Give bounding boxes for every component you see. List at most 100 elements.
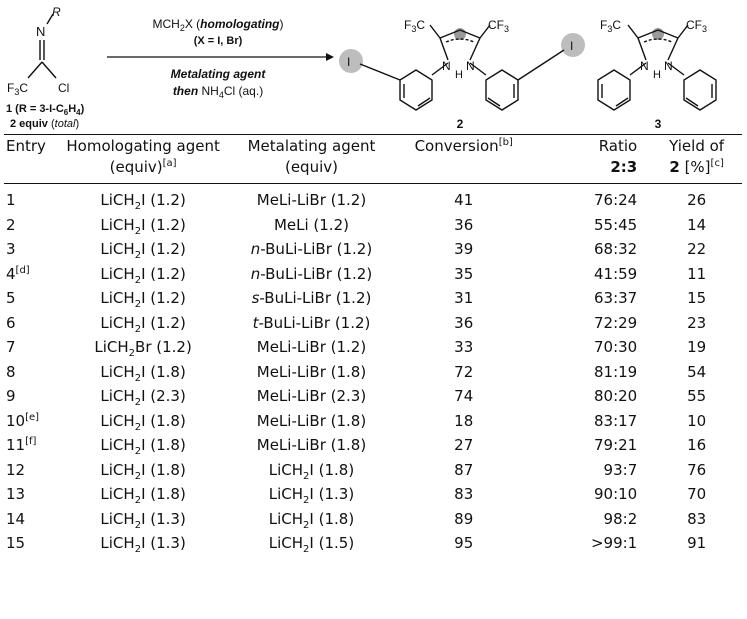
header-row-1: Entry Homologating agent Metalating agen… <box>4 134 742 157</box>
cell-yield: 70 <box>687 485 707 504</box>
label-cf3-2: CF3 <box>488 18 509 34</box>
cell-homologating: LiCH2I (1.8) <box>100 460 186 482</box>
cell-ratio: 81:19 <box>594 362 638 381</box>
cell-ratio: 90:10 <box>594 485 638 504</box>
cell-conversion: 83 <box>454 485 474 504</box>
label-n-3a: N <box>640 59 649 73</box>
cell-conversion: 31 <box>454 289 474 308</box>
cell-metalating: s-BuLi-LiBr (1.2) <box>251 289 372 308</box>
header-metalating-unit: (equiv) <box>221 157 402 184</box>
cell-entry: 11[f] <box>6 436 37 455</box>
cell-conversion: 36 <box>454 215 474 234</box>
cell-yield: 26 <box>687 191 707 210</box>
label-h-2: H <box>455 69 463 81</box>
cell-metalating: t-BuLi-LiBr (1.2) <box>252 313 371 332</box>
header-homologating-unit: (equiv)[a] <box>64 157 222 184</box>
cell-ratio: 68:32 <box>594 240 638 259</box>
header-entry: Entry <box>4 134 65 157</box>
cell-metalating: LiCH2I (1.8) <box>268 460 355 482</box>
cell-homologating: LiCH2I (1.2) <box>100 264 186 286</box>
cell-ratio: 83:17 <box>594 411 638 430</box>
cell-yield: 23 <box>687 313 707 332</box>
header-ratio-unit: 2:3 <box>526 157 652 184</box>
start-caption-1: 1 (R = 3-I-C6H4) <box>6 103 85 117</box>
header-conversion: Conversion[b] <box>401 134 527 157</box>
cell-metalating: LiCH2I (1.8) <box>268 509 355 531</box>
reagent-top-1: MCH2X (homologating) <box>152 17 283 33</box>
cell-ratio: 63:37 <box>594 289 638 308</box>
cell-entry: 3 <box>6 240 16 259</box>
cell-metalating: MeLi-LiBr (1.2) <box>256 191 367 210</box>
header-metalating: Metalating agent <box>221 134 402 157</box>
cell-metalating: MeLi (1.2) <box>273 215 349 234</box>
cell-ratio: 55:45 <box>594 215 638 234</box>
cell-homologating: LiCH2I (1.8) <box>100 436 186 458</box>
cell-conversion: 36 <box>454 313 474 332</box>
cell-homologating: LiCH2I (1.3) <box>100 534 186 556</box>
reagent-bottom-2: then NH4Cl (aq.) <box>173 84 263 100</box>
cell-homologating: LiCH2I (1.2) <box>100 191 186 213</box>
cell-yield: 16 <box>687 436 707 455</box>
cell-homologating: LiCH2I (1.8) <box>100 485 186 507</box>
label-f3c-3: F3C <box>600 18 621 34</box>
header-ratio: Ratio <box>526 134 652 157</box>
cell-conversion: 89 <box>454 509 474 528</box>
cell-conversion: 39 <box>454 240 474 259</box>
label-i-right: I <box>570 39 573 53</box>
cell-homologating: LiCH2I (2.3) <box>100 387 186 409</box>
start-caption-2: 2 equiv (total) <box>10 118 79 130</box>
cell-entry: 13 <box>6 485 26 504</box>
cell-yield: 19 <box>687 338 707 357</box>
compound-3-label: 3 <box>655 117 662 131</box>
reaction-scheme: N R F3C Cl 1 (R = 3-I-C6H4) 2 equiv (tot… <box>6 5 717 131</box>
table-row: 13 LiCH2I (1.8) LiCH2I (1.3) 83 90:10 70 <box>4 482 742 507</box>
cell-entry: 12 <box>6 460 26 479</box>
cell-homologating: LiCH2I (1.3) <box>100 509 186 531</box>
cell-homologating: LiCH2Br (1.2) <box>94 338 192 360</box>
header-row-2: (equiv)[a] (equiv) 2:3 2 [%][c] <box>4 157 742 184</box>
starting-material-1 <box>27 13 57 79</box>
cell-yield: 14 <box>687 215 707 234</box>
product-2-structure <box>339 24 585 111</box>
cell-metalating: MeLi-LiBr (2.3) <box>256 387 367 406</box>
cell-homologating: LiCH2I (1.2) <box>100 240 186 262</box>
cell-entry: 1 <box>6 191 16 210</box>
cell-yield: 91 <box>687 534 707 553</box>
cell-homologating: LiCH2I (1.8) <box>100 411 186 433</box>
cell-ratio: 80:20 <box>594 387 638 406</box>
cell-conversion: 18 <box>454 411 474 430</box>
cell-conversion: 72 <box>454 362 474 381</box>
cell-yield: 11 <box>687 264 707 283</box>
label-n-2a: N <box>442 59 451 73</box>
cell-metalating: MeLi-LiBr (1.8) <box>256 411 367 430</box>
label-n-2b: N <box>466 59 475 73</box>
label-f3c-start: F3C <box>7 81 28 97</box>
cell-metalating: MeLi-LiBr (1.8) <box>256 436 367 455</box>
reagent-bottom-1: Metalating agent <box>171 67 267 81</box>
cell-metalating: LiCH2I (1.5) <box>268 534 355 556</box>
cell-yield: 76 <box>687 460 707 479</box>
results-table: Entry Homologating agent Metalating agen… <box>4 134 742 556</box>
cell-conversion: 33 <box>454 338 474 357</box>
reagent-top-2: (X = I, Br) <box>194 35 243 47</box>
cell-conversion: 27 <box>454 436 474 455</box>
cell-ratio: 70:30 <box>594 338 638 357</box>
cell-entry: 7 <box>6 338 16 357</box>
cell-metalating: n-BuLi-LiBr (1.2) <box>250 264 373 283</box>
cell-entry: 5 <box>6 289 16 308</box>
label-n-3b: N <box>664 59 673 73</box>
cell-yield: 55 <box>687 387 707 406</box>
cell-metalating: LiCH2I (1.3) <box>268 485 355 507</box>
cell-ratio: 41:59 <box>594 264 638 283</box>
